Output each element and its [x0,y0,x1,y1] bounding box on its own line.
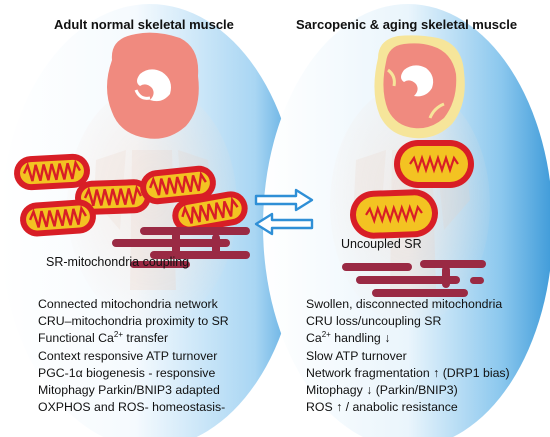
feature-text-suffix: handling ↓ [330,331,391,346]
right-feature-item: Ca2+ handling ↓ [306,330,510,347]
feature-text: CRU loss/uncoupling SR [306,314,442,329]
feature-text: Network fragmentation ↑ (DRP1 bias) [306,365,510,380]
right-feature-item: Mitophagy ↓ (Parkin/BNIP3) [306,382,510,399]
right-feature-item: Network fragmentation ↑ (DRP1 bias) [306,365,510,382]
healthy-sr-tubules [112,227,250,268]
right-feature-item: ROS ↑ / anabolic resistance [306,399,510,416]
left-feature-item: Connected mitochondria network [38,296,229,313]
feature-text: Swollen, disconnected mitochondria [306,297,503,311]
feature-text-suffix: transfer [123,331,169,346]
feature-text: Functional Ca [38,331,114,346]
sr-mitochondria-coupling-label: SR-mitochondria coupling [46,255,190,269]
left-feature-item: CRU–mitochondria proximity to SR [38,313,229,330]
uncoupled-sr-tubules [342,260,486,297]
feature-superscript: 2+ [321,330,331,340]
uncoupled-sr-label: Uncoupled SR [341,237,422,251]
left-feature-item: PGC-1α biogenesis - responsive [38,365,229,382]
right-feature-item: Swollen, disconnected mitochondria [306,296,510,313]
healthy-muscle-cross-section [107,32,199,139]
left-feature-item: Mitophagy Parkin/BNIP3 adapted [38,382,229,399]
left-feature-item: Context responsive ATP turnover [38,348,229,365]
right-feature-item: CRU loss/uncoupling SR [306,313,510,330]
left-panel-title: Adult normal skeletal muscle [54,17,234,32]
feature-text: ROS ↑ / anabolic resistance [306,400,458,415]
left-feature-item: Functional Ca2+ transfer [38,330,229,347]
swollen-mitochondria [350,140,474,239]
feature-text: PGC-1α biogenesis - responsive [38,365,216,380]
feature-text: OXPHOS and ROS- homeostasis- [38,400,226,415]
feature-text: Ca [306,331,322,346]
feature-text: Slow ATP turnover [306,348,407,363]
bidirectional-arrows-icon [254,188,314,236]
feature-text: Mitophagy ↓ (Parkin/BNIP3) [306,383,458,398]
feature-text: Context responsive ATP turnover [38,348,218,363]
feature-text: Mitophagy Parkin/BNIP3 adapted [38,383,220,398]
right-feature-item: Slow ATP turnover [306,348,510,365]
feature-text: CRU–mitochondria proximity to SR [38,314,229,329]
feature-superscript: 2+ [113,330,123,340]
right-panel-title: Sarcopenic & aging skeletal muscle [296,17,518,32]
healthy-mitochondria-network [14,153,248,237]
feature-text: Connected mitochondria network [38,297,218,311]
sarcopenic-muscle-cross-section [374,35,465,139]
left-feature-item: OXPHOS and ROS- homeostasis- [38,399,229,416]
